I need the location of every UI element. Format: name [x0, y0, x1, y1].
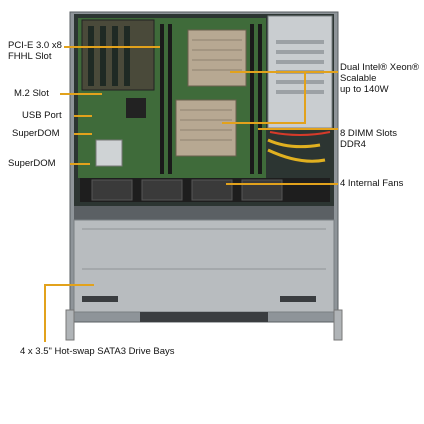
callout-line-cpu-upper	[230, 71, 338, 73]
callout-line-cpu-lower	[222, 122, 306, 124]
label-cpu: Dual Intel® Xeon® Scalable up to 140W	[340, 62, 419, 95]
callout-line-dimm	[258, 128, 338, 130]
label-usb-port: USB Port	[22, 110, 62, 121]
cpu-heatsink-1	[187, 29, 247, 87]
callout-line-cpu-vertical	[304, 71, 306, 123]
callout-line-pcie	[64, 46, 160, 48]
callout-line-fans	[226, 183, 338, 185]
callout-line-superdom-bottom	[70, 163, 90, 165]
label-m2-slot: M.2 Slot	[14, 88, 49, 99]
label-dimm: 8 DIMM Slots DDR4	[340, 128, 397, 150]
callout-line-usb	[74, 115, 92, 117]
label-pcie-line2: FHHL Slot	[8, 51, 52, 62]
callout-line-superdom-top	[74, 133, 92, 135]
label-cpu-line2: Scalable	[340, 73, 377, 84]
label-superdom-top: SuperDOM	[12, 128, 60, 139]
label-fans: 4 Internal Fans	[340, 178, 404, 189]
label-drive-bays: 4 x 3.5" Hot-swap SATA3 Drive Bays	[20, 346, 175, 357]
callout-line-m2	[60, 93, 102, 95]
label-pcie-line1: PCI-E 3.0 x8	[8, 40, 62, 51]
fan-2	[141, 179, 183, 201]
label-dimm-line2: DDR4	[340, 139, 366, 150]
fan-4	[241, 179, 283, 201]
cpu-heatsink-2	[175, 99, 237, 157]
label-dimm-line1: 8 DIMM Slots	[340, 128, 398, 139]
fan-1	[91, 179, 133, 201]
label-superdom-bottom: SuperDOM	[8, 158, 56, 169]
label-pcie-slot: PCI-E 3.0 x8 FHHL Slot	[8, 40, 62, 62]
label-cpu-line3: up to 140W	[340, 84, 389, 95]
callout-line-bays-horizontal	[44, 284, 94, 286]
fan-3	[191, 179, 233, 201]
label-cpu-line1: Dual Intel® Xeon®	[340, 62, 419, 73]
callout-line-bays-vertical	[44, 284, 46, 342]
